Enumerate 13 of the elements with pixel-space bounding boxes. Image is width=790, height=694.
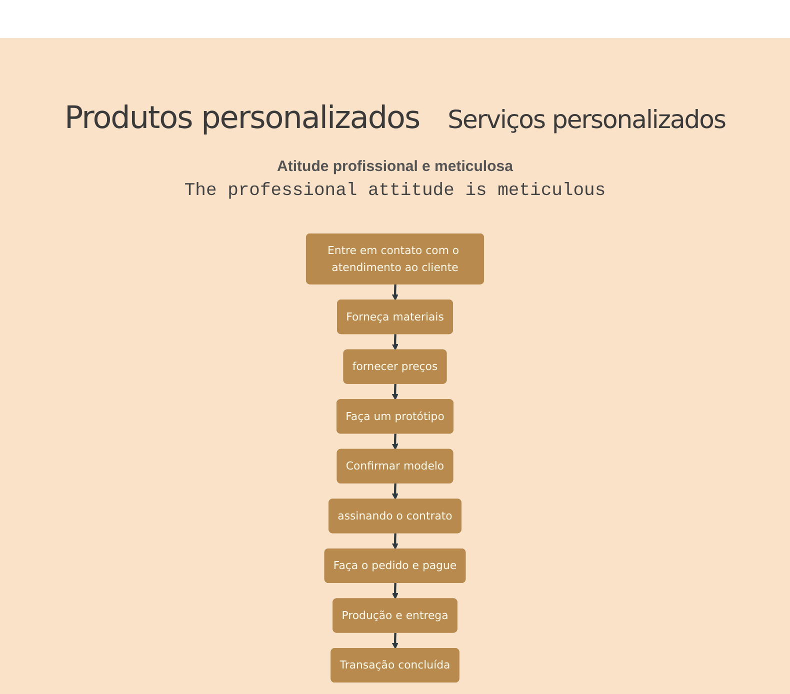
arrow: [392, 384, 398, 400]
heading: Serviços personalizados: [448, 105, 726, 134]
tagline: The professional attitude is meticulous: [183, 181, 607, 201]
arrow: [392, 334, 398, 350]
arrow: [392, 284, 398, 301]
arrow: [392, 434, 398, 450]
subtitle: Atitude profissional e meticulosa: [276, 158, 514, 175]
arrow: [392, 483, 398, 500]
flowchart: Entre em contato com o atendimento ao cliente Forneça materiais fornecer preços Faça um protótipo Confirmar modelo assinando o contrato Faça o pedido e pague Produção e entrega Transação concluída: [20, 228, 770, 688]
arrow: [392, 632, 398, 650]
arrow: [392, 533, 398, 550]
title: Produtos personalizados: [64, 100, 420, 136]
arrow: [392, 582, 398, 600]
